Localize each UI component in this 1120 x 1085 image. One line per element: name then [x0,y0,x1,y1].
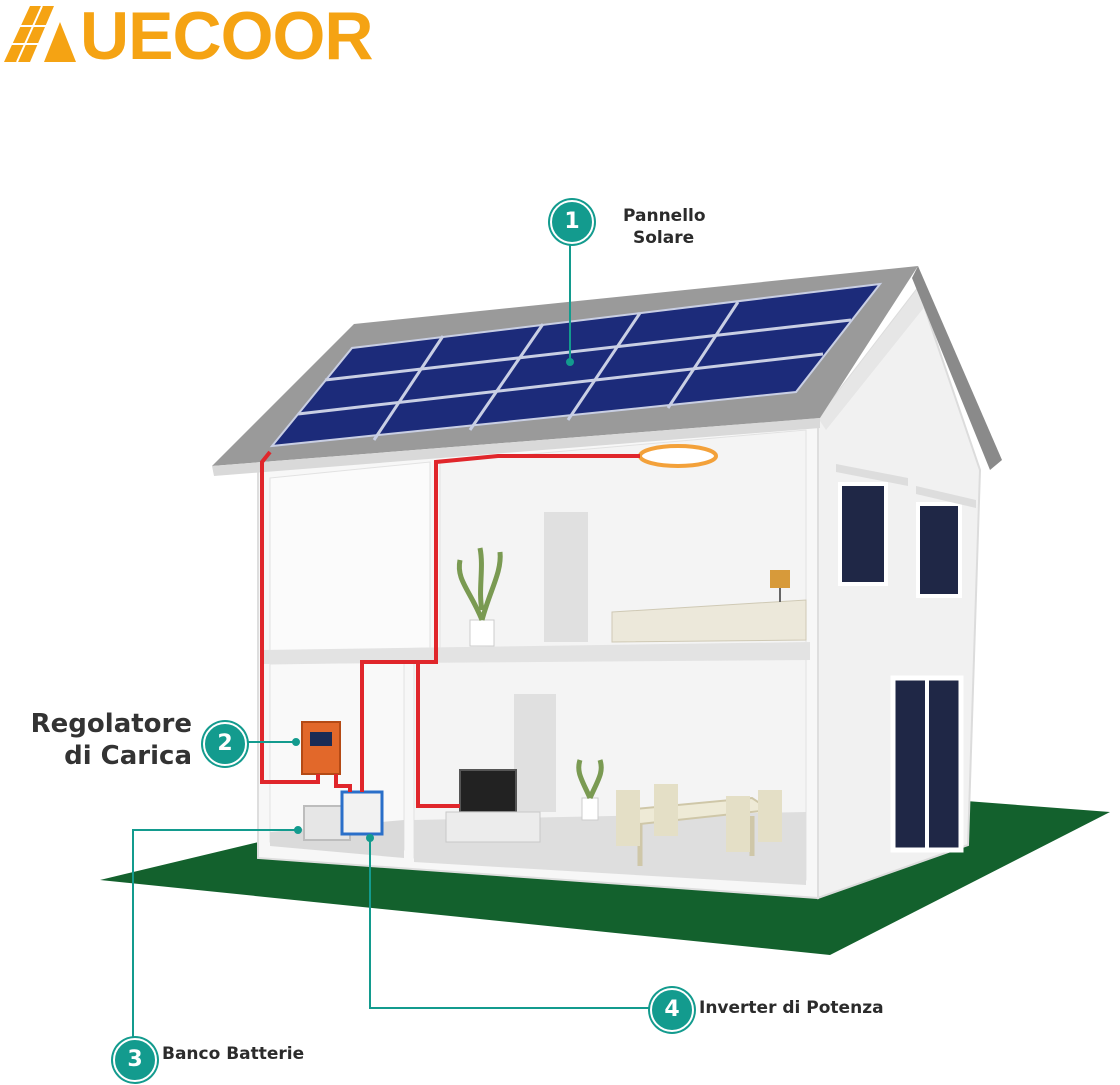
callout-label-line: Regolatore [30,709,192,739]
callout-label-inverter: Inverter di Potenza [699,998,884,1018]
callout-label-line: di Carica [64,741,192,771]
callout-badge-4: 4 [650,988,694,1032]
window [916,502,962,598]
plant [456,547,503,647]
charge-controller [301,721,341,775]
wiring [260,450,640,808]
solar-panel-array [269,282,883,448]
callout-label-line: Solare [633,228,695,248]
callout-label-solar-panel: Pannello Solare [623,205,706,249]
callout-label-charge-controller: Regolatore di Carica [20,708,192,772]
ceiling-lamp [638,444,718,468]
plant [576,759,604,821]
window [838,482,888,586]
callout-label-battery-bank: Banco Batterie [162,1044,305,1064]
brand-logo-text: UECOOR [80,0,373,74]
dining-table [616,784,782,866]
callout-badge-1: 1 [550,200,594,244]
tv [459,769,517,813]
leader-lines [132,238,652,1040]
power-inverter [340,790,384,836]
solar-panel-logo-icon [4,5,76,63]
callout-badge-3: 3 [113,1038,157,1082]
callout-label-line: Pannello [623,206,706,226]
callout-badge-2: 2 [203,722,247,766]
